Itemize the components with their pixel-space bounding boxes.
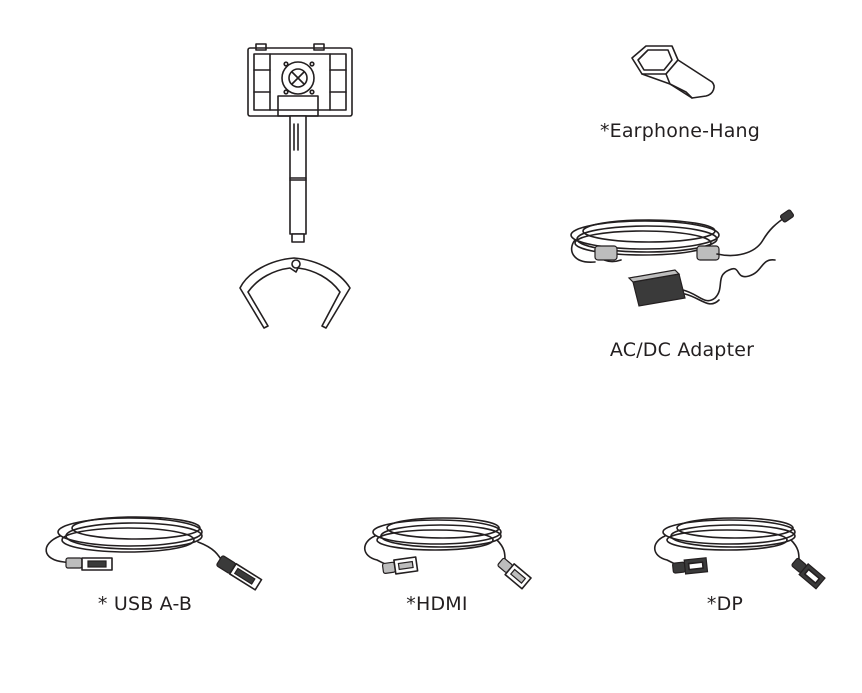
monitor-stand-icon: [239, 43, 353, 329]
hdmi-cable: [355, 510, 535, 590]
earphone-hang: [620, 40, 720, 105]
adapter-caption: AC/DC Adapter: [609, 339, 755, 361]
ac-dc-adapter: [565, 209, 800, 320]
ac-dc-adapter-icon: [570, 209, 795, 307]
usb-cable-icon: [45, 516, 263, 591]
dp-cable: [645, 510, 830, 590]
usb-caption: * USB A-B: [97, 593, 193, 615]
earphone-hang-icon: [631, 45, 715, 99]
dp-cable-icon: [653, 517, 826, 590]
hdmi-caption: *HDMI: [406, 593, 468, 615]
earphone-hang-caption: *Earphone-Hang: [599, 120, 761, 142]
hdmi-cable-icon: [363, 517, 532, 590]
monitor-stand: [230, 40, 360, 332]
dp-caption: *DP: [706, 593, 744, 615]
usb-cable: [38, 508, 268, 598]
